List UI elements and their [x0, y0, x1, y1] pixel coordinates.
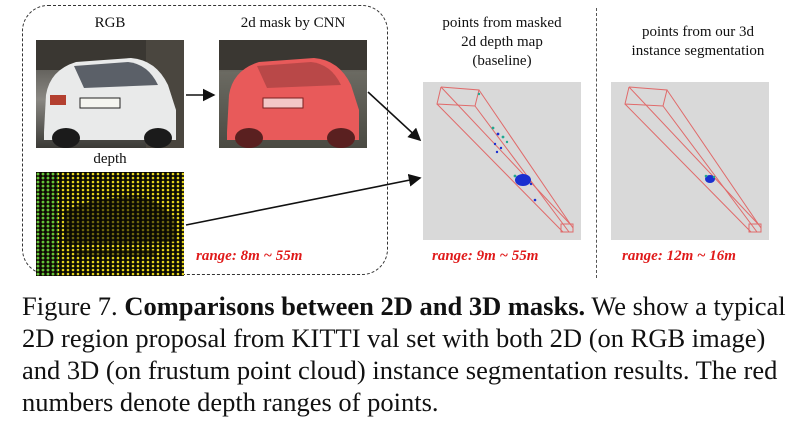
rgb-image [36, 40, 184, 148]
flow-arrows [185, 88, 422, 226]
range-middle: range: 9m ~ 55m [432, 248, 539, 264]
depth-to-cloud-arrow [185, 173, 422, 226]
depth-label: depth [93, 151, 127, 167]
baseline-label-line-3: (baseline) [472, 53, 532, 69]
baseline-label-line-2: 2d depth map [461, 34, 543, 50]
mask-label: 2d mask by CNN [240, 15, 346, 31]
figure: RGB 2d mask by CNN depth points from mas… [22, 5, 769, 278]
caption-title: Comparisons between 2D and 3D masks. [124, 291, 586, 321]
rgb-label: RGB [94, 15, 126, 31]
mask-to-cloud-arrow [367, 91, 422, 142]
caption-prefix: Figure 7. [22, 291, 125, 321]
ours-point-cloud [611, 82, 769, 240]
input-group-box [22, 5, 388, 275]
mask-image [219, 40, 367, 148]
ours-label-line-1: points from our 3d [641, 24, 755, 40]
range-right: range: 12m ~ 16m [622, 248, 736, 264]
baseline-point-cloud [423, 82, 581, 240]
caption-body: We show a typical 2D region proposal fro… [22, 291, 786, 417]
figure-caption: Figure 7. Comparisons between 2D and 3D … [22, 290, 792, 418]
range-left: range: 8m ~ 55m [196, 248, 303, 264]
depth-image [36, 172, 184, 276]
baseline-label-line-1: points from masked [442, 15, 562, 31]
panel-divider [596, 8, 597, 278]
ours-label-line-2: instance segmentation [631, 43, 765, 59]
